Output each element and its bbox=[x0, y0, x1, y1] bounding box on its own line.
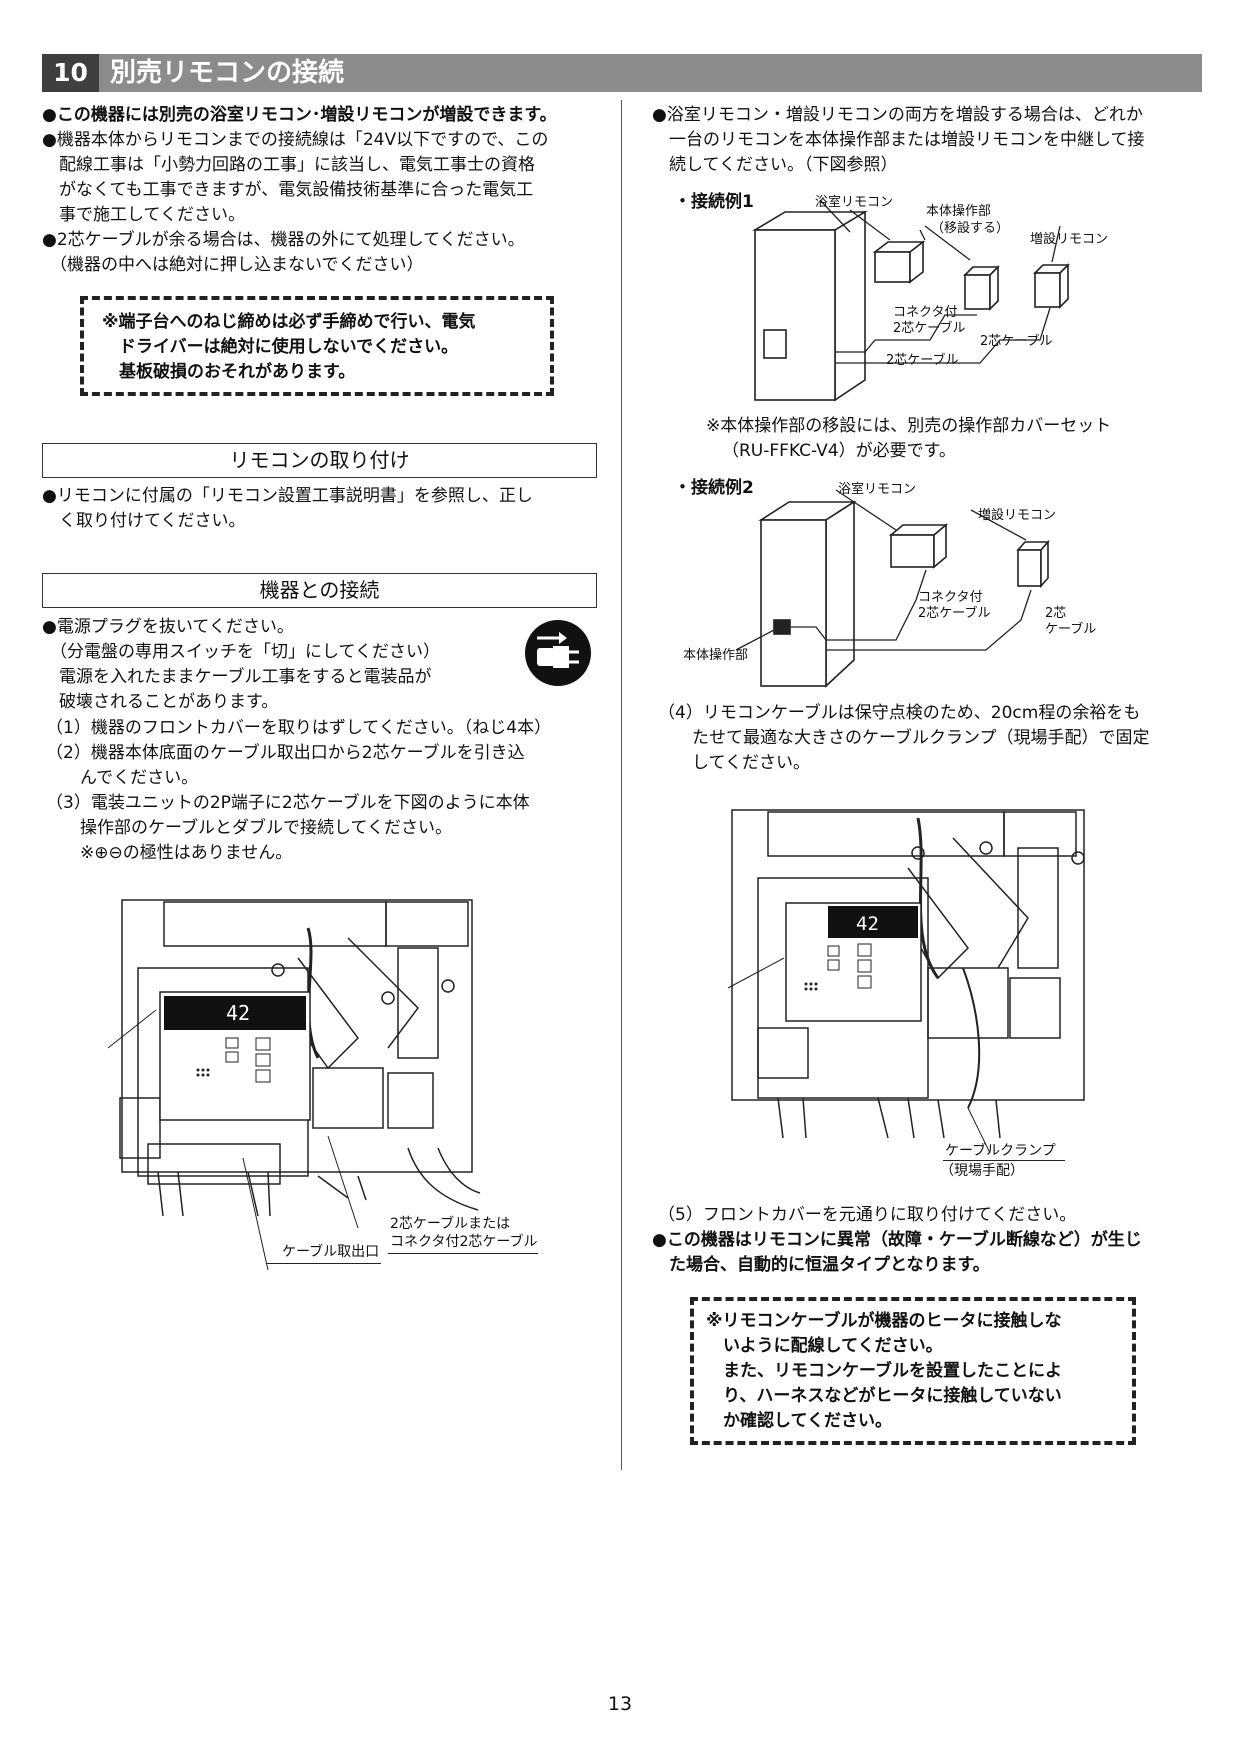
intro-line: 配線工事は「小勢力回路の工事」に該当し、電気工事士の資格 bbox=[42, 155, 535, 175]
connection-diagram-1 bbox=[752, 199, 1070, 402]
auto-line: ●この機器はリモコンに異常（故障・ケーブル断線など）が生じ bbox=[652, 1230, 1142, 1250]
warning-line: いように配線してください。 bbox=[706, 1336, 943, 1356]
ex1-cable-label-a: 2芯ケーブル bbox=[886, 353, 959, 368]
connection-line: 電源を入れたままケーブル工事をすると電装品が bbox=[42, 667, 432, 687]
right-intro-line: 一台のリモコンを本体操作部または増設リモコンを中継して接 bbox=[652, 130, 1145, 150]
ex2-cable-label-1: 2芯 bbox=[1045, 606, 1067, 621]
display-screen-left bbox=[164, 996, 306, 1030]
step4-line: してください。 bbox=[658, 753, 810, 773]
example2-title: ・接続例2 bbox=[674, 478, 754, 498]
step5-line: （5）フロントカバーを元通りに取り付けてください。 bbox=[658, 1205, 1077, 1225]
install-line: ●リモコンに付属の「リモコン設置工事説明書」を参照し、正し bbox=[42, 486, 533, 506]
ex2-extra-remote-label: 増設リモコン bbox=[978, 508, 1057, 523]
step4-line: たせて最適な大きさのケーブルクランプ（現場手配）で固定 bbox=[658, 728, 1150, 748]
step-line: （1）機器のフロントカバーを取りはずしてください。（ねじ4本） bbox=[46, 718, 552, 738]
right-intro-line: ●浴室リモコン・増設リモコンの両方を増設する場合は、どれか bbox=[652, 105, 1143, 125]
example1-title: ・接続例1 bbox=[674, 192, 754, 212]
unplug-icon bbox=[525, 620, 591, 686]
ex2-main-panel-label: 本体操作部 bbox=[683, 648, 749, 663]
section-number: 10 bbox=[42, 54, 99, 92]
connection-diagram-2 bbox=[735, 489, 1050, 688]
display-temperature-right: 42 bbox=[856, 913, 879, 935]
step-line: 操作部のケーブルとダブルで接続してください。 bbox=[46, 818, 452, 838]
page-number: 13 bbox=[607, 1693, 633, 1715]
ex2-cable-label-2: ケーブル bbox=[1045, 622, 1097, 637]
ex2-bath-remote-label: 浴室リモコン bbox=[838, 482, 917, 497]
intro-line: ●機器本体からリモコンまでの接続線は「24V以下ですので、この bbox=[42, 130, 549, 150]
step-line: （2）機器本体底面のケーブル取出口から2芯ケーブルを引き込 bbox=[46, 743, 525, 763]
step-line: んでください。 bbox=[46, 768, 199, 788]
unit-interior-figure-left: 42 bbox=[107, 899, 481, 1271]
ex1-extra-remote-label: 増設リモコン bbox=[1030, 232, 1109, 247]
section-heading-install: リモコンの取り付け bbox=[42, 443, 597, 478]
ex1-main-panel-sub-label: （移設する） bbox=[931, 221, 1010, 236]
note1-line: ※本体操作部の移設には、別売の操作部カバーセット bbox=[706, 416, 1112, 436]
ex1-connector-cable-label-2: 2芯ケーブル bbox=[893, 321, 966, 336]
fig-label-outlet: ケーブル取出口 bbox=[282, 1244, 380, 1260]
section-header: 10 別売リモコンの接続 bbox=[42, 54, 1202, 92]
warning-line: ※端子台へのねじ締めは必ず手締めで行い、電気 bbox=[102, 312, 476, 332]
install-line: く取り付けてください。 bbox=[42, 511, 246, 531]
intro-line: ●2芯ケーブルが余る場合は、機器の外にて処理してください。 bbox=[42, 230, 525, 250]
intro-line: （機器の中へは絶対に押し込まないでください） bbox=[50, 255, 424, 275]
auto-line: た場合、自動的に恒温タイプとなります。 bbox=[652, 1255, 990, 1275]
label-underline bbox=[943, 1160, 1065, 1161]
label-underline bbox=[266, 1263, 381, 1264]
warning-box-right: ※リモコンケーブルが機器のヒータに接触しな いように配線してください。 また、リ… bbox=[690, 1297, 1136, 1445]
intro-line: 事で施工してください。 bbox=[42, 205, 245, 225]
fig-label-cable-2: コネクタ付2芯ケーブル bbox=[390, 1234, 538, 1250]
connection-line: 破壊されることがあります。 bbox=[42, 692, 279, 712]
warning-line: ※リモコンケーブルが機器のヒータに接触しな bbox=[706, 1311, 1062, 1331]
step4-line: （4）リモコンケーブルは保守点検のため、20cm程の余裕をも bbox=[658, 703, 1141, 723]
ex1-main-panel-label: 本体操作部 bbox=[926, 204, 992, 219]
warning-line: り、ハーネスなどがヒータに接触していない bbox=[706, 1386, 1062, 1406]
connection-line: ●電源プラグを抜いてください。 bbox=[42, 617, 294, 637]
step-line: ※⊕⊖の極性はありません。 bbox=[46, 843, 293, 863]
label-underline bbox=[388, 1253, 538, 1254]
warning-line: ドライバーは絶対に使用しないでください。 bbox=[102, 337, 459, 357]
ex2-connector-cable-label-1: コネクタ付 bbox=[918, 590, 983, 605]
warning-line: か確認してください。 bbox=[706, 1411, 892, 1431]
ex2-connector-cable-label-2: 2芯ケーブル bbox=[918, 606, 991, 621]
warning-box-left: ※端子台へのねじ締めは必ず手締めで行い、電気 ドライバーは絶対に使用しないでくだ… bbox=[80, 296, 554, 396]
warning-line: 基板破損のおそれがあります。 bbox=[102, 362, 356, 382]
connection-line: （分電盤の専用スイッチを「切」にしてください） bbox=[50, 642, 440, 662]
section-heading-connection: 機器との接続 bbox=[42, 573, 597, 608]
unit-interior-figure-right: 42 bbox=[727, 809, 1085, 1154]
fig-label-clamp-1: ケーブルクランプ bbox=[945, 1143, 1056, 1159]
ex1-connector-cable-label-1: コネクタ付 bbox=[893, 305, 958, 320]
column-divider bbox=[621, 100, 622, 1470]
display-screen-right bbox=[828, 906, 918, 938]
display-temperature-left: 42 bbox=[226, 1001, 250, 1025]
section-title: 別売リモコンの接続 bbox=[110, 58, 345, 88]
intro-line: ●この機器には別売の浴室リモコン･増設リモコンが増設できます。 bbox=[42, 105, 557, 125]
fig-label-clamp-2: （現場手配） bbox=[940, 1163, 1024, 1179]
intro-line: がなくても工事できますが、電気設備技術基準に合った電気工 bbox=[42, 180, 534, 200]
right-intro-line: 続してください。（下図参照） bbox=[652, 155, 898, 175]
step-line: （3）電装ユニットの2P端子に2芯ケーブルを下図のように本体 bbox=[46, 793, 530, 813]
ex1-bath-remote-label: 浴室リモコン bbox=[815, 195, 894, 210]
ex1-cable-label-b: 2芯ケーブル bbox=[980, 334, 1053, 349]
warning-line: また、リモコンケーブルを設置したことによ bbox=[706, 1361, 1062, 1381]
note1-line: （RU-FFKC-V4）が必要です。 bbox=[722, 441, 956, 461]
fig-label-cable-1: 2芯ケーブルまたは bbox=[390, 1216, 511, 1232]
